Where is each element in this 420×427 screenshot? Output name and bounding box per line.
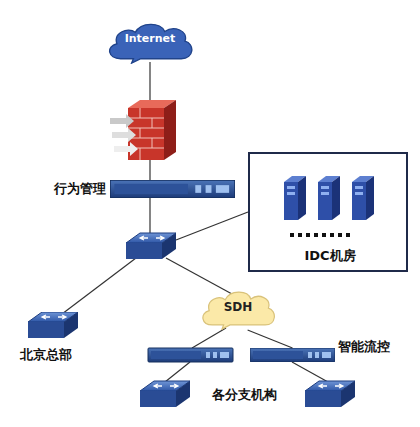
- core-switch: [126, 233, 176, 259]
- hq-switch: 北京总部: [28, 312, 78, 338]
- network-link: [248, 330, 293, 348]
- network-wires: [62, 62, 328, 382]
- flow-control-device: [148, 348, 233, 362]
- node-label: IDC机房: [250, 247, 410, 265]
- node-label: Internet: [104, 32, 196, 45]
- smart-flow-device: 智能流控: [250, 348, 335, 362]
- idc-room-box: IDC机房: [248, 152, 408, 272]
- node-label: 智能流控: [338, 338, 418, 356]
- internet-cloud: Internet: [104, 20, 196, 64]
- behavior-mgmt-device: 行为管理: [110, 180, 235, 198]
- node-label: 行为管理: [26, 180, 106, 198]
- firewall-symbol: [110, 100, 176, 160]
- node-label: 北京总部: [6, 346, 86, 364]
- sdh-cloud: SDH: [198, 288, 278, 330]
- free-label: 各分支机构: [212, 386, 277, 404]
- device-shape: [250, 348, 335, 362]
- branch-switch: [305, 381, 355, 407]
- idc-servers: [284, 176, 374, 237]
- branch-switch: [140, 381, 190, 407]
- switch-shape: [28, 312, 78, 338]
- node-label: SDH: [198, 300, 278, 314]
- device-shape: [110, 180, 235, 198]
